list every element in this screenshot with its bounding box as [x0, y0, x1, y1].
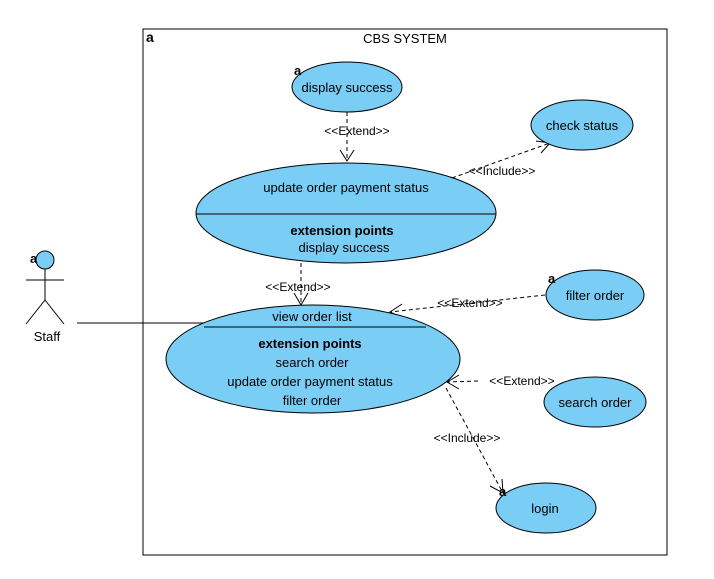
actor-staff[interactable]: a Staff	[25, 250, 65, 344]
system-title: CBS SYSTEM	[363, 31, 447, 46]
extend-line-search-order	[446, 380, 479, 383]
include-label-login: <<Include>>	[434, 431, 501, 445]
extension-point: display success	[298, 240, 390, 255]
use-case-label: update order payment status	[263, 180, 429, 195]
relationships: <<Extend>> <<Include>> <<Extend>> <<Exte…	[265, 112, 555, 494]
system-corner-glyph: a	[146, 29, 154, 45]
extension-points-header: extension points	[290, 223, 393, 238]
use-case-label: login	[531, 501, 558, 516]
extension-point: update order payment status	[227, 374, 393, 389]
use-case-label: view order list	[272, 309, 352, 324]
extend-label-update-payment: <<Extend>>	[265, 280, 330, 294]
use-case-check-status[interactable]: check status	[530, 99, 634, 151]
extend-label-display-success: <<Extend>>	[324, 124, 389, 138]
use-case-ellipse	[195, 162, 497, 264]
use-case-ellipse	[165, 304, 461, 414]
include-line-login	[445, 387, 504, 494]
use-case-label: search order	[559, 395, 633, 410]
use-case-glyph: a	[499, 484, 507, 499]
use-case-login[interactable]: a login	[495, 482, 597, 534]
use-case-glyph: a	[294, 63, 302, 78]
extension-point: filter order	[283, 393, 342, 408]
extend-arrowhead-search-order	[446, 374, 460, 390]
extension-point: search order	[276, 355, 350, 370]
use-case-ellipse	[495, 482, 597, 534]
extend-arrowhead-display-success	[339, 149, 355, 162]
use-case-view-order-list[interactable]: view order list extension points search …	[165, 304, 461, 414]
use-case-label: check status	[546, 118, 619, 133]
use-case-glyph: a	[548, 271, 556, 286]
actor-head	[35, 250, 55, 270]
use-case-label: filter order	[566, 288, 625, 303]
include-label-check-status: <<Include>>	[469, 164, 536, 178]
extension-points-header: extension points	[258, 336, 361, 351]
use-case-label: display success	[301, 80, 393, 95]
use-case-ellipse	[291, 61, 403, 113]
use-case-ellipse	[543, 376, 647, 428]
use-case-update-payment[interactable]: update order payment status extension po…	[195, 162, 497, 264]
include-line-check-status	[451, 142, 551, 179]
extend-label-search-order: <<Extend>>	[489, 374, 554, 388]
use-case-search-order[interactable]: search order	[543, 376, 647, 428]
include-arrowhead-login	[489, 478, 504, 494]
use-case-ellipse	[545, 269, 645, 321]
extend-line-filter-order	[389, 294, 546, 313]
actor-left-leg	[25, 299, 46, 325]
use-case-display-success[interactable]: a display success	[291, 61, 403, 113]
use-case-ellipse	[530, 99, 634, 151]
extend-label-filter-order: <<Extend>>	[437, 296, 502, 310]
actor-name: Staff	[34, 329, 61, 344]
actor-right-leg	[44, 299, 65, 325]
actor-glyph: a	[30, 251, 38, 266]
use-case-filter-order[interactable]: a filter order	[545, 269, 645, 321]
